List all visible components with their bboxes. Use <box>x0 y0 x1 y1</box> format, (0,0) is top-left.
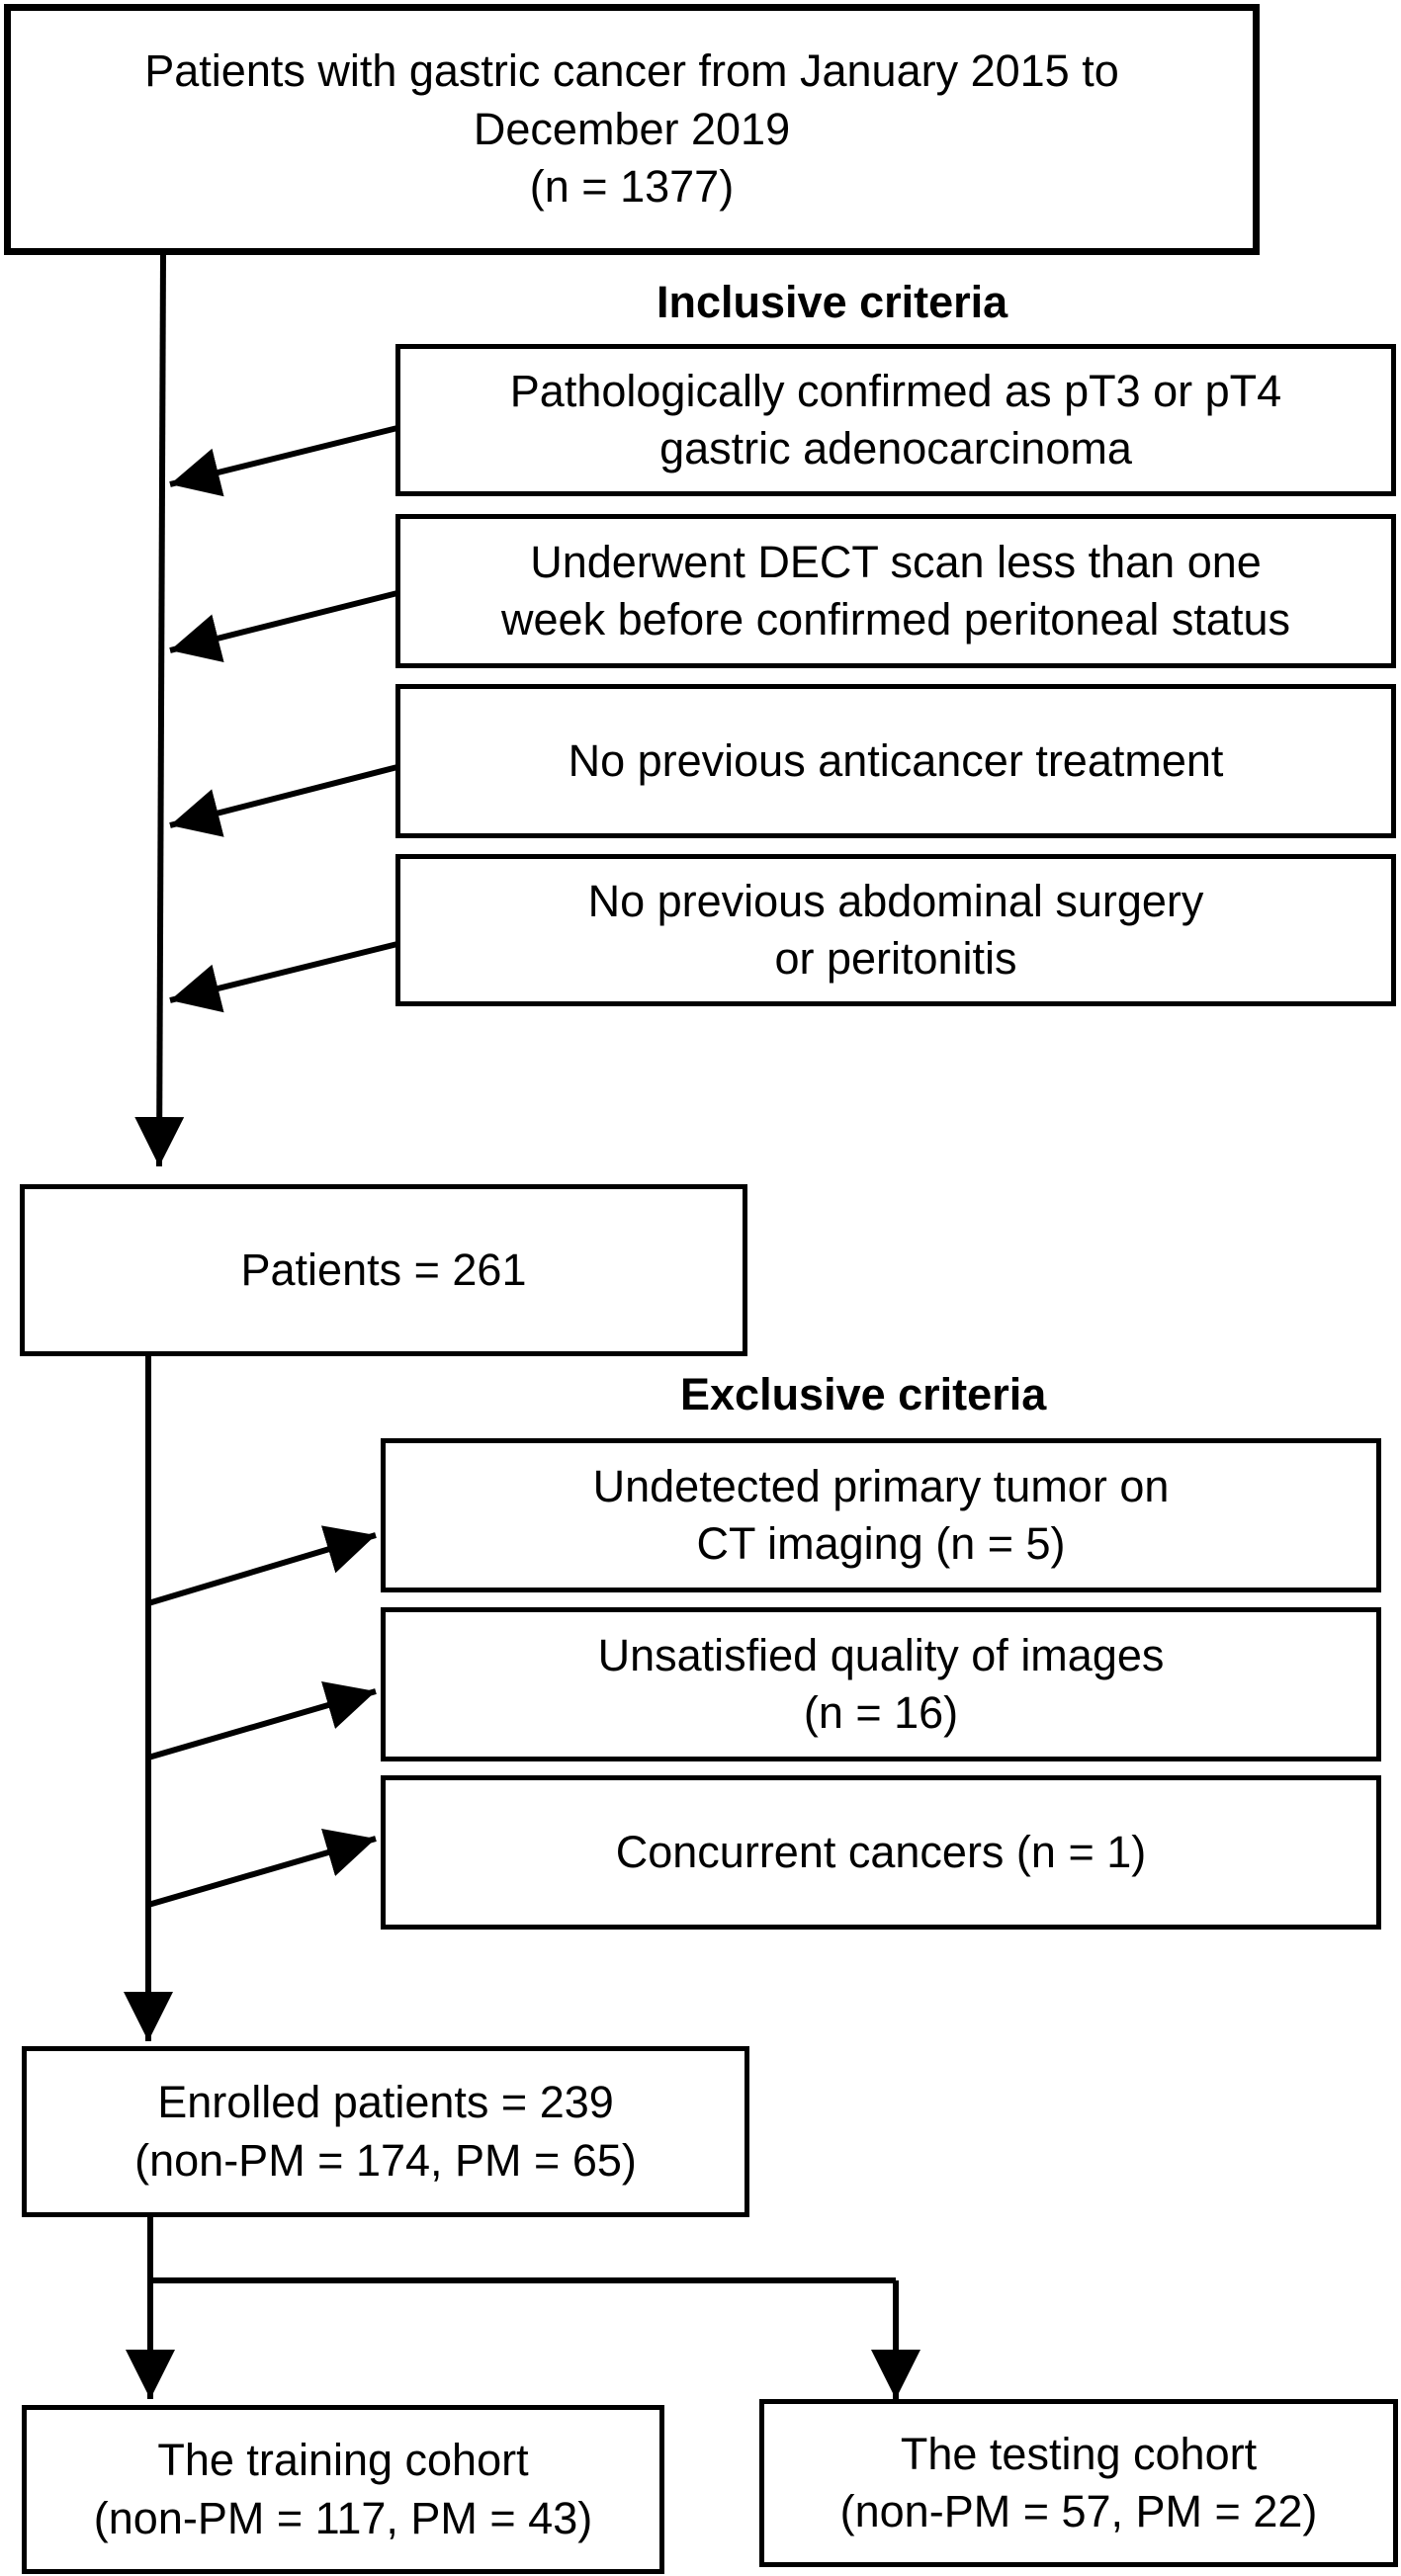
training-box-line-1: The training cohort <box>157 2435 529 2485</box>
inclusive-arrow-1 <box>169 425 398 497</box>
enrolled-patients-box: Enrolled patients = 239 (non-PM = 174, P… <box>22 2046 749 2217</box>
inclusive-criterion-box-4: No previous abdominal surgery or periton… <box>395 854 1396 1006</box>
testing-cohort-box: The testing cohort (non-PM = 57, PM = 22… <box>759 2399 1398 2567</box>
inclusive-criterion-1-line-1: Pathologically confirmed as pT3 or pT4 <box>509 365 1282 416</box>
exclusive-criterion-box-1: Undetected primary tumor on CT imaging (… <box>381 1438 1381 1592</box>
inclusive-criterion-2-line-2: week before confirmed peritoneal status <box>501 594 1290 644</box>
inclusive-criteria-heading: Inclusive criteria <box>657 277 1008 327</box>
exclusive-criterion-2-line-2: (n = 16) <box>803 1687 959 1738</box>
exclusive-criterion-1-line-2: CT imaging (n = 5) <box>696 1518 1066 1569</box>
exclusive-criteria-heading: Exclusive criteria <box>680 1369 1047 1419</box>
exclusive-criterion-2-line-1: Unsatisfied quality of images <box>597 1629 1165 1680</box>
inclusive-criterion-box-1: Pathologically confirmed as pT3 or pT4 g… <box>395 344 1396 496</box>
inclusive-criterion-4-line-1: No previous abdominal surgery <box>587 875 1204 926</box>
inclusive-arrow-3 <box>169 764 398 837</box>
testing-box-line-2: (non-PM = 57, PM = 22) <box>839 2486 1318 2536</box>
training-cohort-box: The training cohort (non-PM = 117, PM = … <box>22 2405 664 2574</box>
exclusive-arrow-2 <box>147 1680 377 1760</box>
exclusive-criterion-3-line-1: Concurrent cancers (n = 1) <box>615 1826 1147 1877</box>
start-box: Patients with gastric cancer from Januar… <box>4 4 1260 255</box>
enrolled-box-line-2: (non-PM = 174, PM = 65) <box>134 2134 637 2186</box>
inclusive-criterion-box-3: No previous anticancer treatment <box>395 684 1396 838</box>
exclusive-arrow-3 <box>147 1828 377 1908</box>
inclusive-criterion-1-line-2: gastric adenocarcinoma <box>659 423 1132 473</box>
exclusive-criterion-box-3: Concurrent cancers (n = 1) <box>381 1775 1381 1930</box>
inclusive-criterion-box-2: Underwent DECT scan less than one week b… <box>395 514 1396 668</box>
training-box-line-2: (non-PM = 117, PM = 43) <box>93 2492 593 2543</box>
inclusive-arrow-4 <box>169 941 398 1013</box>
testing-box-line-1: The testing cohort <box>900 2428 1258 2479</box>
patients-box-line-1: Patients = 261 <box>240 1244 527 1295</box>
inclusive-arrow-2 <box>169 590 398 663</box>
exclusive-criterion-box-2: Unsatisfied quality of images (n = 16) <box>381 1607 1381 1761</box>
exclusive-criterion-1-line-1: Undetected primary tumor on <box>592 1460 1170 1511</box>
inclusive-criterion-3-line-1: No previous anticancer treatment <box>568 734 1224 786</box>
inclusive-criterion-2-line-1: Underwent DECT scan less than one <box>530 536 1262 587</box>
inclusive-criterion-4-line-2: or peritonitis <box>774 933 1017 984</box>
start-box-line-1: Patients with gastric cancer from Januar… <box>144 45 1119 97</box>
start-box-line-2: December 2019 <box>473 103 791 154</box>
start-box-line-3: (n = 1377) <box>529 161 735 213</box>
exclusive-arrow-1 <box>147 1525 377 1606</box>
enrolled-box-line-1: Enrolled patients = 239 <box>157 2077 614 2127</box>
patients-box: Patients = 261 <box>20 1184 747 1356</box>
main-vertical-connector <box>134 252 185 1167</box>
